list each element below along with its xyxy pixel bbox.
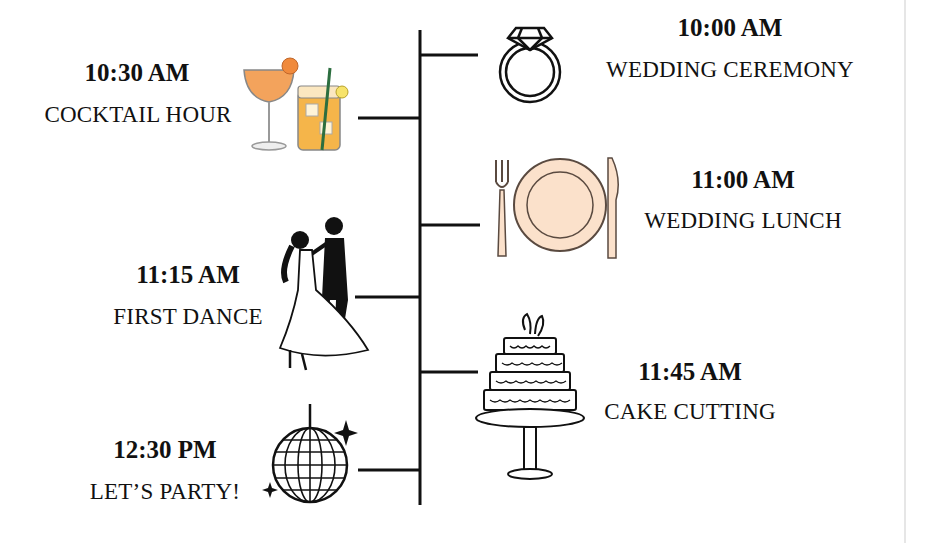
event-name: WEDDING CEREMONY <box>606 57 854 82</box>
timeline <box>355 30 480 505</box>
event-time: 10:30 AM <box>85 59 190 87</box>
event-time: 11:00 AM <box>691 166 794 194</box>
dancing-couple-icon <box>280 217 368 370</box>
event-time: 11:45 AM <box>638 358 741 386</box>
page-edge <box>904 0 906 543</box>
disco-ball-icon <box>262 404 358 502</box>
cocktail-icon <box>244 58 348 150</box>
event-name: WEDDING LUNCH <box>644 208 841 233</box>
ring-icon <box>500 28 560 102</box>
event-time: 10:00 AM <box>678 14 783 42</box>
event-time: 11:15 AM <box>136 261 239 289</box>
event-name: CAKE CUTTING <box>604 399 776 424</box>
event-time: 12:30 PM <box>113 436 216 464</box>
event-name: FIRST DANCE <box>113 304 262 329</box>
plate-icon <box>496 158 618 258</box>
event-name: COCKTAIL HOUR <box>44 102 231 127</box>
event-name: LET’S PARTY! <box>90 479 240 504</box>
cake-icon <box>476 314 584 479</box>
